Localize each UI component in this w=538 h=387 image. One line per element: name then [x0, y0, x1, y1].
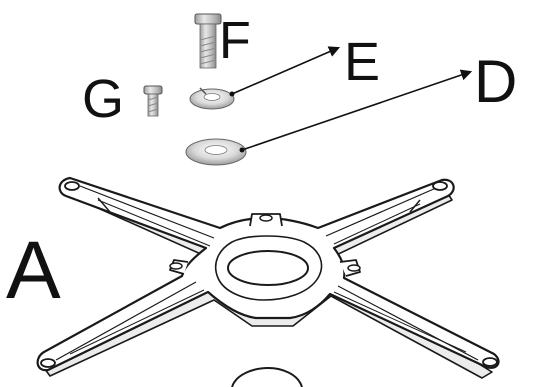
lower-hub-part [231, 366, 303, 387]
label-e: E [344, 32, 380, 92]
label-g: G [82, 69, 124, 129]
arrow-to-d [239, 69, 473, 153]
cross-plate [36, 176, 500, 379]
lock-washer-e [189, 87, 235, 110]
bolt-f [194, 13, 222, 69]
label-d: D [474, 48, 517, 115]
arrow-to-e [229, 46, 341, 97]
screw-g [143, 85, 163, 117]
label-a: A [6, 225, 61, 316]
label-f: F [219, 12, 251, 70]
flat-washer-d [185, 138, 247, 166]
